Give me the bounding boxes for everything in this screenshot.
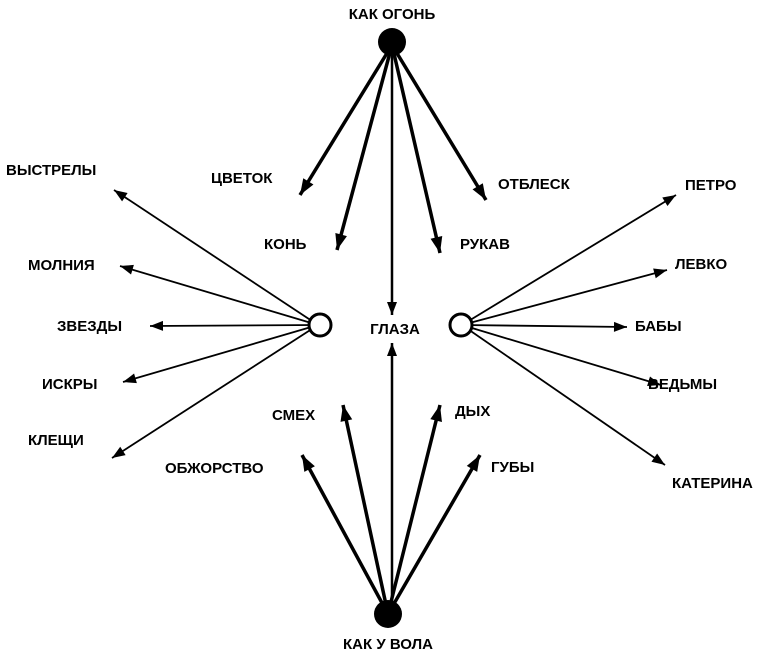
right-group-label-2: БАБЫ [635,318,682,335]
edge-right-to-levko [461,269,668,326]
arrowhead [472,183,486,200]
bottom-group-label-0: СМЕХ [272,407,315,424]
edge-right-to-petro [461,194,677,326]
right-group-label-3: ВЕДЬМЫ [648,376,717,393]
left-hub-node [307,312,333,338]
center-label: ГЛАЗА [370,321,420,338]
arrowhead [114,190,128,202]
arrowhead [647,376,661,387]
edge-bottom-to-lips [386,454,482,615]
arrowhead [112,446,126,458]
edge-top-to-horse [335,44,394,251]
top-hub-node [378,28,406,56]
arrowhead [651,453,665,465]
edge-bottom-to-laughter [341,404,390,615]
bottom-group-label-1: ОБЖОРСТВО [165,460,264,477]
edge-left-to-pincers [111,324,319,459]
bottom-hub-label: КАК У ВОЛА [343,636,433,653]
arrowheads [112,178,676,472]
edge-top-to-sleeve [390,44,442,254]
top-group-label-1: КОНЬ [264,236,307,253]
left-group-label-2: ЗВЕЗДЫ [57,318,122,335]
edge-bottom-to-breath [386,404,442,615]
top-group-label-2: РУКАВ [460,236,510,253]
arrowhead [430,405,442,422]
edge-right-to-women [461,324,628,328]
top-hub-label: КАК ОГОНЬ [349,6,436,23]
arrowhead [335,232,347,250]
edge-left-to-shots [113,189,319,326]
left-group-label-4: КЛЕЩИ [28,432,84,449]
arrowhead [430,236,443,253]
arrowhead [387,302,397,315]
edge-top-to-glimmer [390,44,488,201]
right-group-label-0: ПЕТРО [685,177,737,194]
arrowhead [340,405,353,422]
edge-left-to-sparks [122,324,319,383]
bottom-group-label-3: ГУБЫ [491,459,534,476]
edge-right-to-witches [461,324,662,386]
arrowhead [150,320,164,331]
bottom-group-label-2: ДЫХ [455,403,490,420]
edge-right-to-katerina [461,324,666,466]
left-group-label-3: ИСКРЫ [42,376,97,393]
edge-left-to-stars [149,324,319,327]
left-group-label-1: МОЛНИЯ [28,257,95,274]
edge-left-to-lightning [119,265,319,326]
right-group-label-4: КАТЕРИНА [672,475,753,492]
arrowhead [653,268,667,279]
arrowhead [466,455,480,472]
arrowhead [123,373,137,384]
bottom-hub-node [374,600,402,628]
right-hub-node [448,312,474,338]
arrowhead [662,195,676,207]
arrowhead [120,264,134,275]
top-group-label-3: ОТБЛЕСК [498,176,571,193]
edges [111,44,677,615]
right-group-label-1: ЛЕВКО [675,256,728,273]
arrowhead [613,321,627,332]
arrowhead [387,343,397,356]
edge-bottom-to-gluttony [300,454,390,615]
top-group-label-0: ЦВЕТОК [211,170,273,187]
left-group-label-0: ВЫСТРЕЛЫ [6,162,96,179]
arrowhead [300,178,314,195]
arrowhead [302,455,315,472]
edge-top-to-flower [298,44,394,196]
